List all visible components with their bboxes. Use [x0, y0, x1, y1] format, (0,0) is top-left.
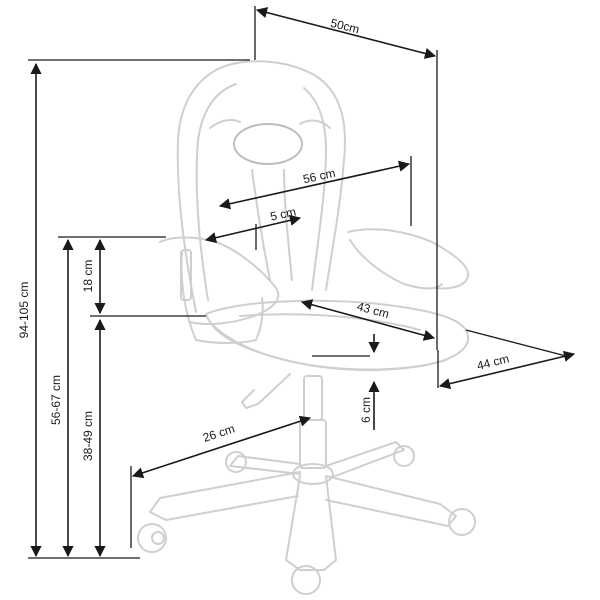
left-armrest [159, 236, 280, 325]
dim-line-base-radius [131, 415, 312, 479]
dim-line-width-top [255, 7, 437, 59]
base-leg-back-right [325, 441, 405, 479]
backrest-center-stripe-right [283, 169, 293, 281]
backrest-right-ridge [303, 87, 327, 291]
left-armrest-support [180, 251, 264, 344]
dim-line-back-width [218, 160, 411, 210]
dimension-annotations: 50cm 94-105 cm 56-67 cm 18 cm 38-49 cm 5… [17, 6, 576, 559]
caster-left [137, 523, 167, 553]
gas-cylinder-upper [303, 375, 323, 421]
label-width-top: 50cm [329, 16, 361, 37]
backrest-wing-left [209, 119, 241, 129]
base-leg-front [285, 475, 337, 571]
left-armrest-pad [180, 249, 192, 301]
dim-line-seat-depth [300, 299, 436, 341]
caster-back-right [393, 445, 415, 467]
dim-line-seat-width [438, 350, 576, 390]
backrest-wing-right [299, 119, 331, 129]
right-armrest [347, 228, 470, 290]
label-seat-height: 38-49 cm [81, 411, 95, 461]
dim-line-armrest-width [204, 214, 302, 244]
caster-front [291, 565, 321, 595]
caster-right [448, 508, 476, 536]
label-armrest-height: 18 cm [81, 260, 95, 293]
label-base-radius: 26 cm [201, 421, 236, 444]
seat-cushion-front [209, 321, 447, 371]
caster-back-left [225, 451, 247, 473]
headrest-cushion [233, 123, 303, 165]
caster-left-inner [151, 531, 165, 545]
right-armrest-support [349, 239, 443, 290]
base-leg-right [325, 475, 457, 527]
label-back-width: 56 cm [302, 166, 337, 186]
gas-lift-lever [241, 373, 291, 409]
label-armrest-width: 5 cm [269, 205, 297, 224]
chair-illustration [137, 60, 476, 595]
base-leg-left [149, 471, 301, 521]
guide-seat-right [465, 329, 567, 357]
label-seat-height-overall: 56-67 cm [49, 375, 63, 425]
gas-cylinder-lower [299, 419, 327, 469]
backrest-outline [176, 60, 346, 313]
label-total-height: 94-105 cm [17, 282, 31, 339]
label-seat-thickness: 6 cm [359, 397, 373, 423]
backrest-left-ridge [195, 83, 237, 301]
